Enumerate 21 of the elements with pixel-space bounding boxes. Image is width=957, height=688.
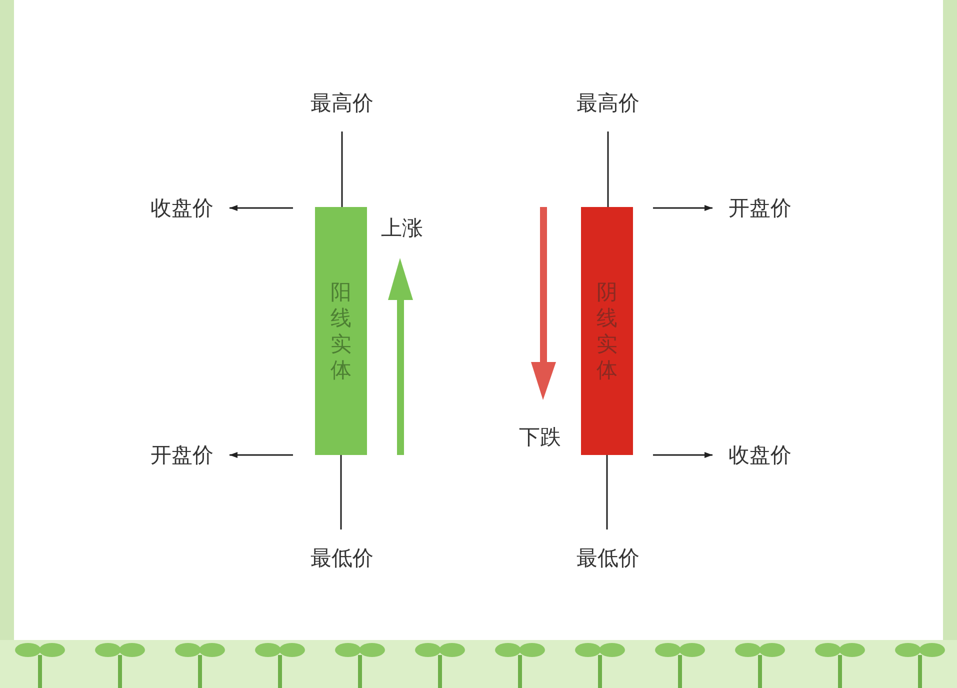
arrow — [230, 205, 293, 211]
price-label: 开盘价 — [728, 198, 792, 218]
price-label: 最低价 — [576, 548, 640, 568]
arrow — [653, 205, 712, 211]
price-label: 收盘价 — [728, 444, 792, 466]
body-label: 阴线实体 — [596, 278, 618, 384]
trend-label: 下跌 — [519, 426, 561, 448]
wick-line — [341, 132, 343, 207]
price-label: 开盘价 — [150, 444, 214, 466]
price-label: 最低价 — [310, 548, 374, 568]
candle-body — [315, 207, 367, 455]
arrow — [653, 452, 712, 458]
wick-line — [340, 455, 342, 530]
wick-line — [607, 132, 609, 207]
wick-line — [606, 455, 608, 530]
arrow — [230, 452, 293, 458]
body-label: 阳线实体 — [330, 278, 352, 384]
price-label: 最高价 — [576, 92, 640, 114]
price-label: 收盘价 — [150, 198, 214, 218]
candle-body — [581, 207, 633, 455]
price-label: 最高价 — [310, 92, 374, 114]
